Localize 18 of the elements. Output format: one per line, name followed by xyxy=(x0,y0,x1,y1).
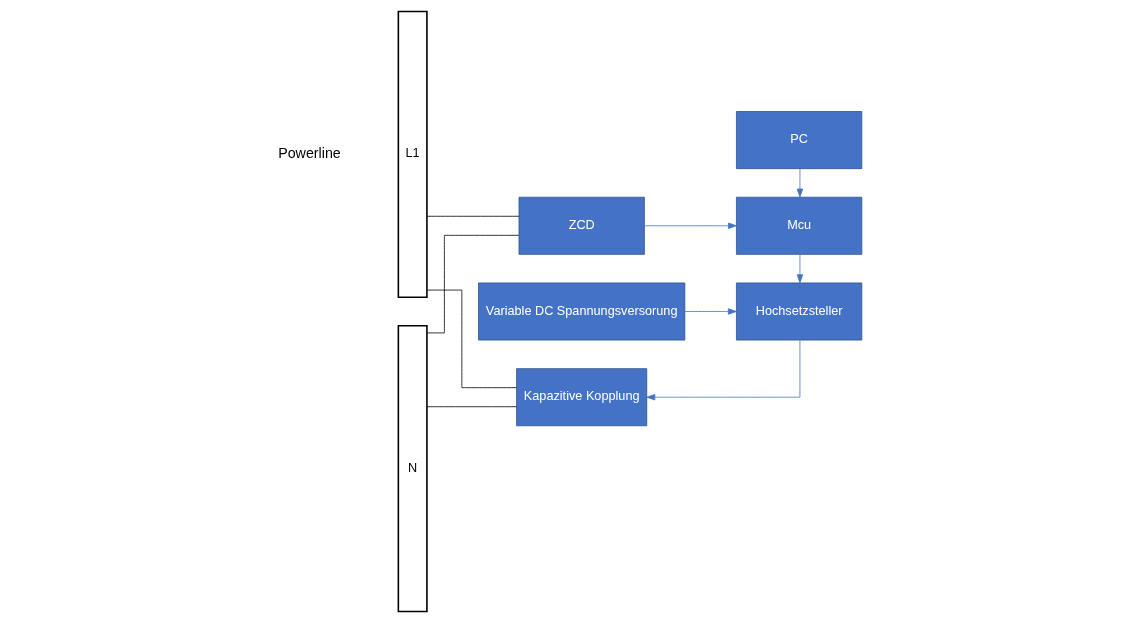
node-box: ZCD xyxy=(518,196,645,255)
node-box: Variable DC Spannungsversorung xyxy=(478,282,686,341)
arrow xyxy=(796,254,804,284)
connector xyxy=(426,406,517,408)
arrow xyxy=(646,339,801,401)
node-box: N xyxy=(397,325,428,613)
arrow xyxy=(796,168,804,198)
arrow xyxy=(684,308,737,315)
label: Powerline xyxy=(278,144,341,161)
node-box: Kapazitive Kopplung xyxy=(516,368,648,427)
node-box: Hochsetzsteller xyxy=(736,282,863,341)
node-box: PC xyxy=(736,111,863,170)
connector xyxy=(426,289,517,389)
connector xyxy=(426,234,520,334)
node-box: L1 xyxy=(397,10,428,298)
connector xyxy=(426,215,520,217)
arrow xyxy=(644,222,737,229)
node-box: Mcu xyxy=(736,196,863,255)
